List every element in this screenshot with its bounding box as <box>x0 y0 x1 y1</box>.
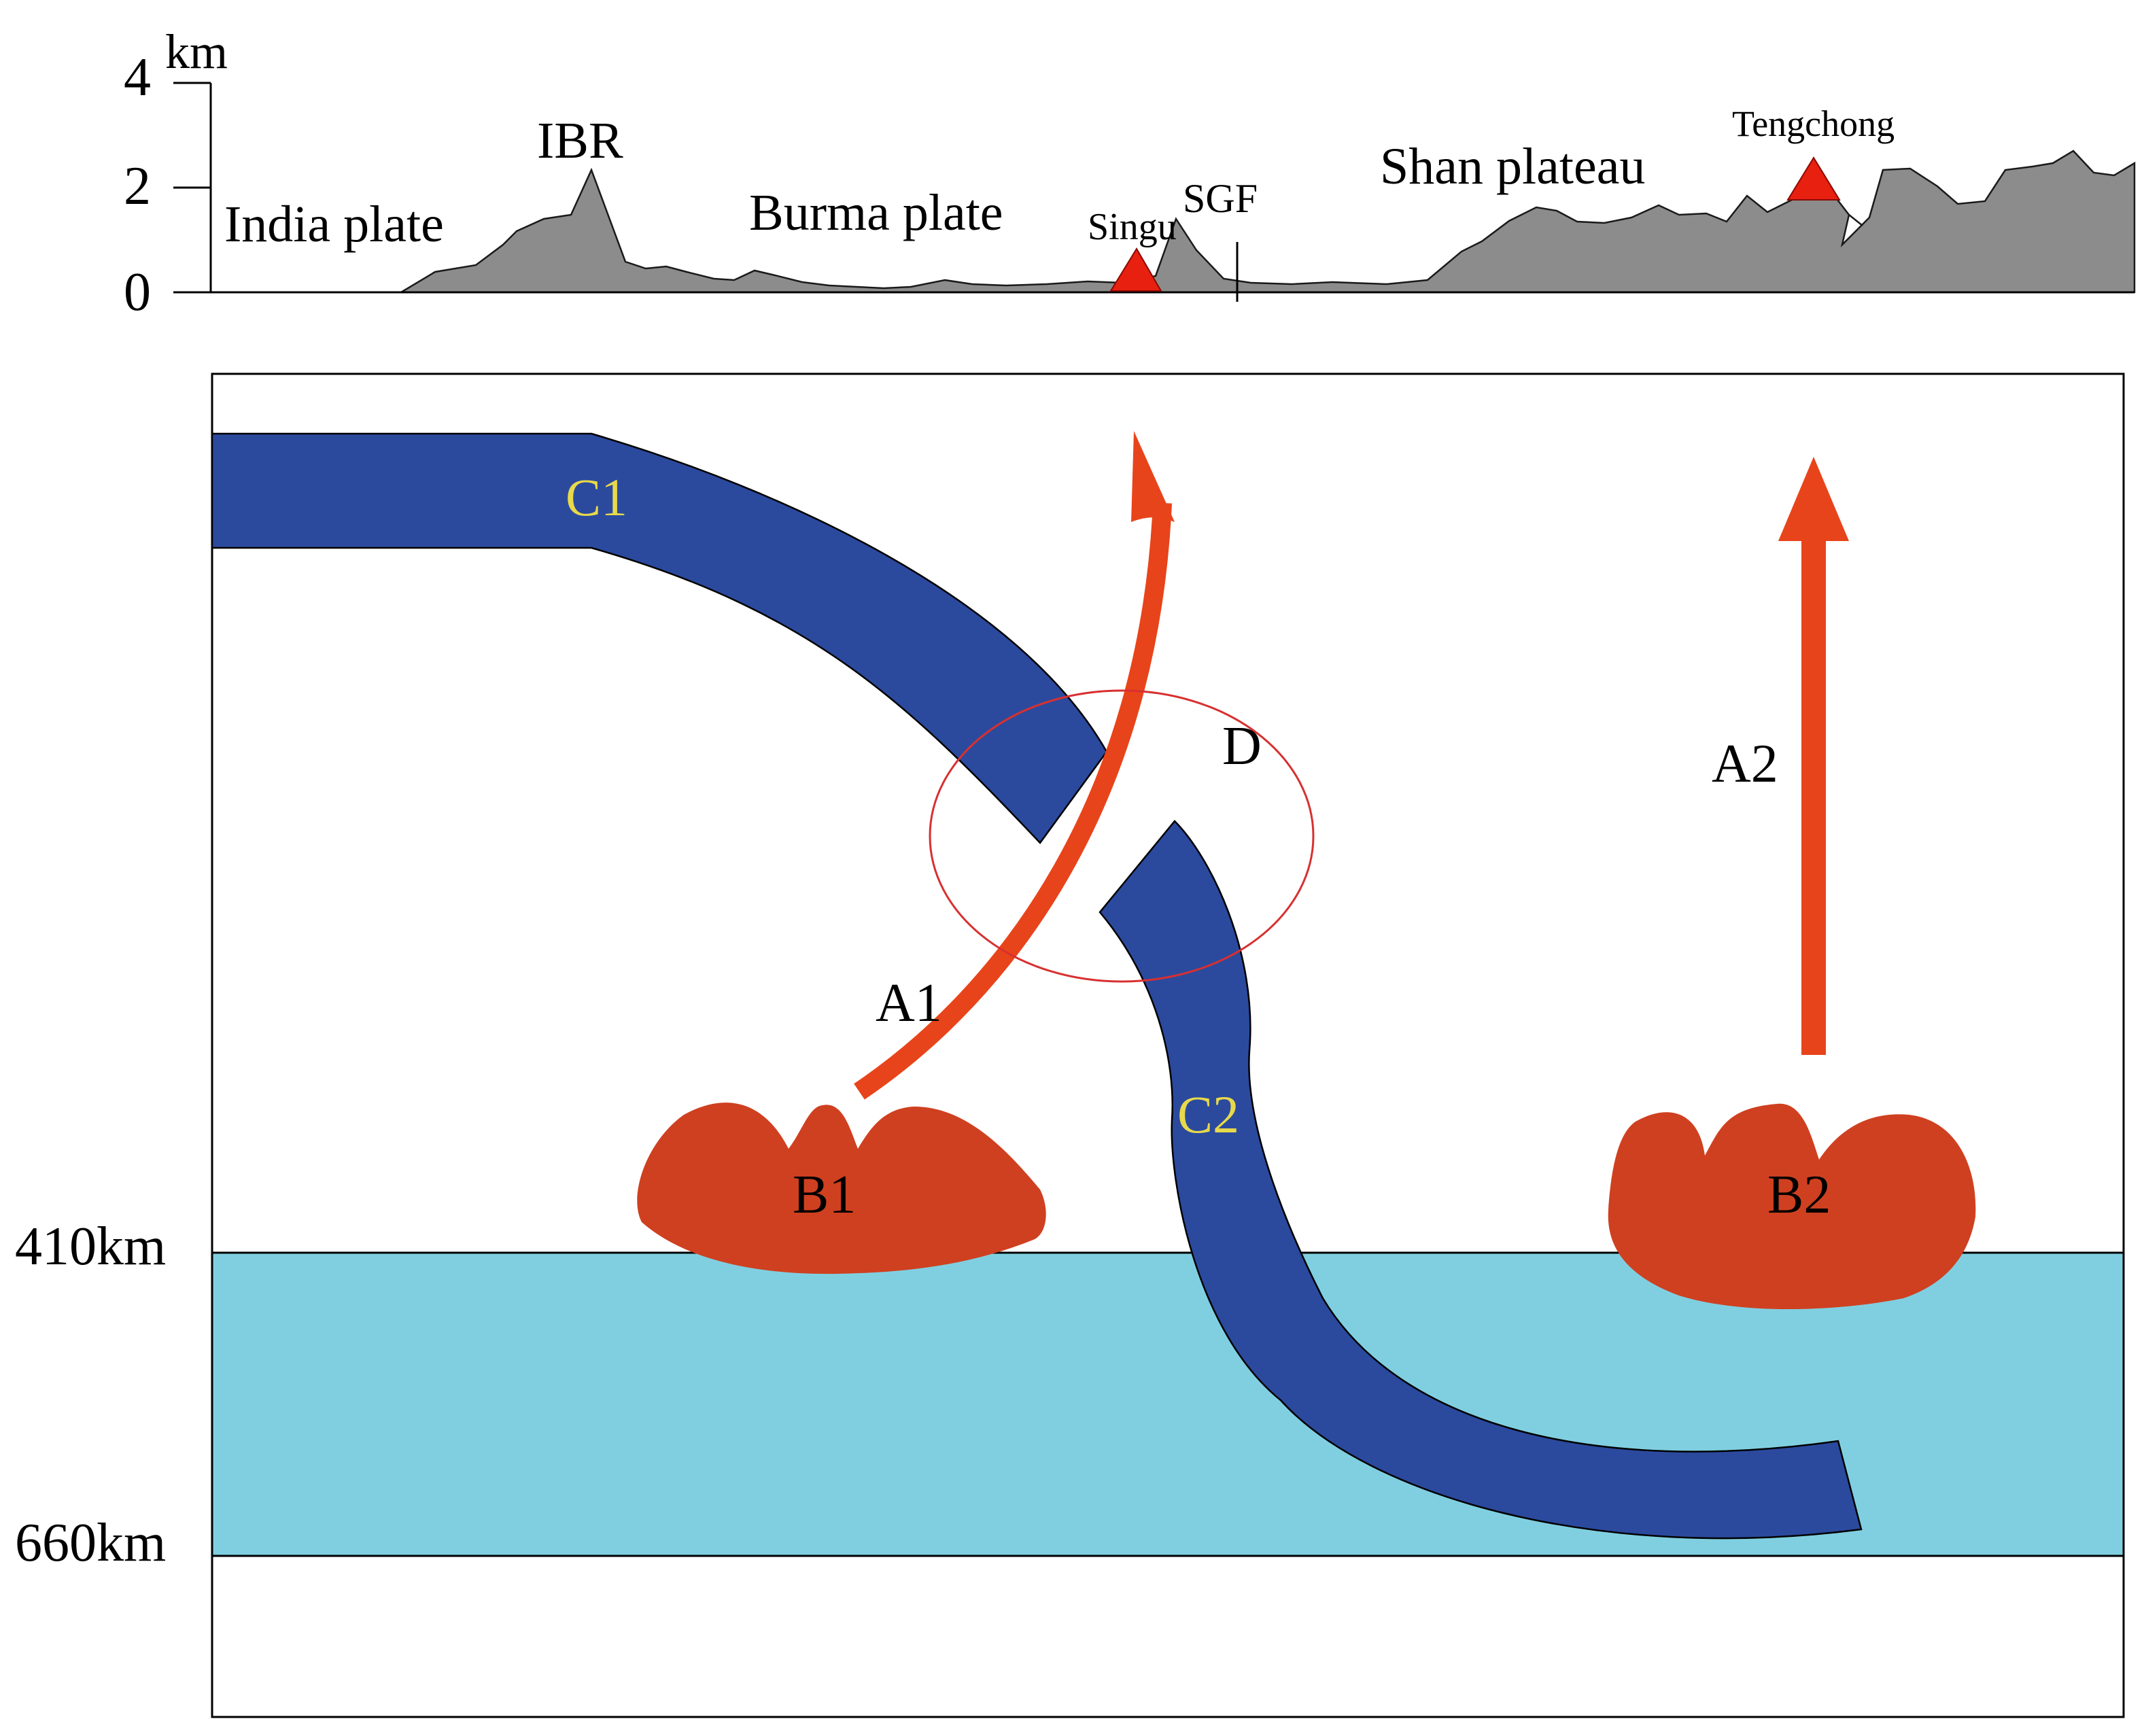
topography-tick-label-2: 2 <box>124 156 151 216</box>
upwelling-arrow-a2-shaft <box>1801 530 1826 1055</box>
upwelling-arrow-a2-head <box>1778 457 1849 541</box>
depth-label-660: 660km <box>15 1513 166 1573</box>
mantle-cross-section: 410km 660km C1 C2 B1 B2 A1 A2 D <box>15 372 2125 1718</box>
india-plate-label: India plate <box>224 196 444 253</box>
topography-unit-label: km <box>165 24 228 79</box>
singu-volcano-icon <box>1109 247 1162 292</box>
melt-source-b1 <box>637 1103 1046 1274</box>
topography-fill <box>211 150 2136 294</box>
tengchong-label: Tengchong <box>1732 103 1895 144</box>
slab-gap-circle <box>929 689 1315 983</box>
upwelling-a2-label: A2 <box>1712 734 1778 794</box>
tengchong-volcano-icon <box>1786 156 1841 201</box>
upwelling-arrow-a1-shaft <box>854 502 1172 1100</box>
burma-plate-label: Burma plate <box>749 184 1003 241</box>
shan-plateau-label: Shan plateau <box>1380 138 1645 195</box>
topography-tick-label-0: 0 <box>124 262 151 322</box>
slab-c1-label: C1 <box>566 468 627 527</box>
upwelling-arrow-a1-head <box>1131 431 1175 522</box>
slab-c2-label: C2 <box>1177 1085 1239 1144</box>
slab-gap-label: D <box>1222 716 1262 776</box>
topography-tick-label-4: 4 <box>124 48 151 107</box>
topographic-profile: km 4 2 0 India plate IBR Burma plate Sin… <box>124 24 2136 322</box>
melt-source-b1-label: B1 <box>793 1165 856 1225</box>
melt-source-b2 <box>1608 1103 1976 1309</box>
sgf-label: SGF <box>1183 176 1258 221</box>
depth-label-410: 410km <box>15 1217 166 1277</box>
slab-c2 <box>1099 820 1863 1540</box>
ibr-label: IBR <box>537 112 623 169</box>
melt-source-b2-label: B2 <box>1767 1165 1831 1225</box>
singu-label: Singu <box>1088 206 1177 248</box>
upwelling-a1-label: A1 <box>876 973 942 1033</box>
